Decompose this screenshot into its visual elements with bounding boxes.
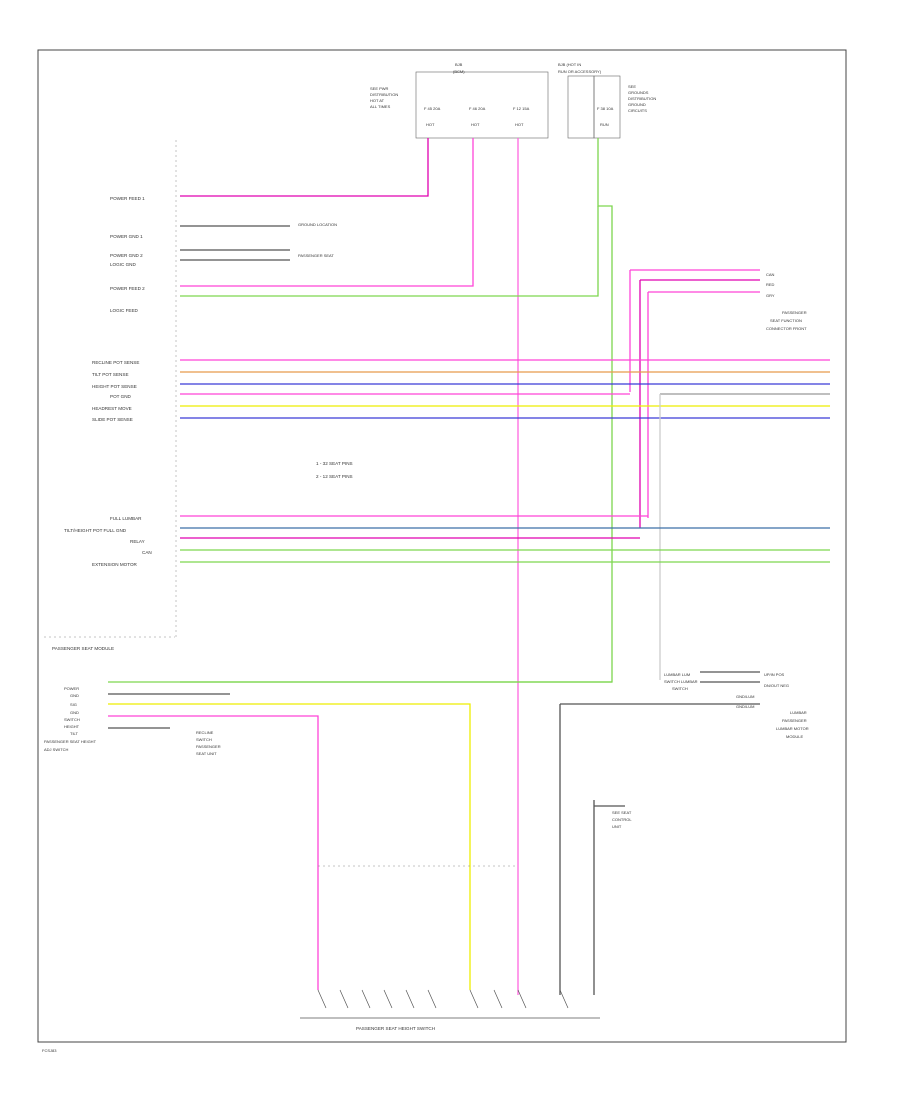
right-lower-signal-1: UP/IN POS [764,672,785,677]
fuse-left-1-label: F 45 20A [424,106,441,111]
module-label-power-gnd-1: POWER GND 1 [110,234,143,239]
center-note-2: 2 - 12 SEAT PINS [316,474,353,479]
module-label-recline-pot: RECLINE POT SENSE [92,360,139,365]
motor-label-1: RECLINE [196,730,214,735]
wire-fuse2-power-feed2 [180,138,474,287]
module-label-extension-motor: EXTENSION MOTOR [92,562,138,567]
fuse-right-sub: RUN [600,122,609,127]
fuse-box-right-title-2: RUN OR ACCESSORY) [558,69,602,74]
fuse-left-3-label: F 12 15A [513,106,530,111]
right-top-label-can: CAN [766,272,775,277]
fuse-box-right-note-3: DISTRIBUTION [628,96,656,101]
motor-label-4: SEAT UNIT [196,751,217,756]
right-connector-label-2: SEAT FUNCTION [770,318,802,323]
module-label-power-gnd-2: POWER GND 2 [110,253,143,258]
motor-label-2: SWITCH [196,737,212,742]
seat-control-label-1: SEE SEAT [612,810,632,815]
right-lower-connector-2: PASSENGER [782,718,807,723]
right-lower-label-2: SWITCH LUMBAR [664,679,698,684]
fuse-box-left-note-2: DISTRIBUTION [370,92,398,97]
switch-label-sig: SIG [70,702,77,707]
wire-switch-height [108,715,319,990]
switch-label-height: HEIGHT [64,724,80,729]
fuse-box-left [415,71,549,139]
wire-lumbar-signals [700,671,760,683]
module-label-headrest: HEADREST MOVE [92,406,132,411]
fuse-box-right-note-5: CIRCUITS [628,108,647,113]
fuse-box-right-note-2: GROUNDS [628,90,649,95]
right-connector-label-3: CONNECTOR FRONT [766,326,807,331]
fuse-box-right-title-1: BJB (HOT IN [558,62,581,67]
ground-label-1: GROUND LOCATION [298,222,337,227]
switch-label-gnd-2: GND [70,710,79,715]
right-lower-label-1: LUMBAR LUM [664,672,690,677]
fuse-left-1-sub: HOT [426,122,435,127]
module-label-relay: RELAY [130,539,145,544]
module-label-tilt-height-gnd: TILT/HEIGHT POT FULL GND [64,528,127,533]
footer-code: FCSJ83 [42,1048,57,1053]
seat-control-label-3: UNIT [612,824,622,829]
fuse-right-label: F 38 10A [597,106,614,111]
module-label-power-feed-2: POWER FEED 2 [110,286,145,291]
module-label-full-lumbar: FULL LUMBAR [110,516,142,521]
switch-label-switch: SWITCH [64,717,80,722]
right-top-label-gry: GRY [766,293,775,298]
right-lower-signal-4: GND/LUM [736,704,754,709]
ground-label-2: PASSENGER SEAT [298,253,334,258]
fuse-left-2-sub: HOT [471,122,480,127]
switch-label-tilt: TILT [70,731,78,736]
module-label-tilt-pot: TILT POT SENSE [92,372,129,377]
fuse-left-2-label: F 46 20A [469,106,486,111]
seat-control-label-2: CONTROL [612,817,632,822]
fuse-box-left-note-4: ALL TIMES [370,104,391,109]
wire-fuse1-power-feed1 [180,138,429,197]
module-label-pot-gnd: POT GND [110,394,132,399]
module-label-height-pot: HEIGHT POT SENSE [92,384,137,389]
fuse-box-right [593,75,621,139]
right-lower-connector-3: LUMBAR MOTOR [776,726,809,731]
right-lower-signal-2: DN/OUT NEG [764,683,789,688]
module-label-logic-gnd: LOGIC GND [110,262,136,267]
module-label-power-feed-1: POWER FEED 1 [110,196,145,201]
fuse-left-3-sub: HOT [515,122,524,127]
fuse-box-left-note-1: SEE PWR [370,86,389,91]
right-connector-label-1: PASSENGER [782,310,807,315]
module-title: PASSENGER SEAT MODULE [52,646,114,651]
wire-run-logic [180,138,613,683]
right-lower-label-3: SWITCH [672,686,688,691]
module-label-logic-feed: LOGIC FEED [110,308,139,313]
wire-logic-gnd [180,206,599,297]
module-label-can: CAN [142,550,152,555]
fuse-box-right-note-4: GROUND [628,102,646,107]
switch-contacts [317,989,569,1009]
switch-label-power: POWER [64,686,79,691]
fuse-box-right-left-section [567,75,595,139]
fuse-box-left-note-3: HOT AT [370,98,385,103]
fuse-box-left-title-1: BJB [455,62,463,67]
fuse-box-left-title-2: (BCM) [453,69,465,74]
motor-label-3: PASSENGER [196,744,221,749]
wire-switch-sig [108,703,471,990]
right-lower-connector-4: MODULE [786,734,803,739]
switch-connector-label-2: ADJ SWITCH [44,747,69,752]
switch-bottom-label: PASSENGER SEAT HEIGHT SWITCH [356,1026,435,1031]
switch-connector-label-1: PASSENGER SEAT HEIGHT [44,739,97,744]
switch-label-gnd: GND [70,693,79,698]
right-top-label-red: RED [766,282,775,287]
module-label-slide-pot: SLIDE POT SENSE [92,417,133,422]
center-note-1: 1 - 32 SEAT PINS [316,461,353,466]
right-lower-signal-3: GND/LUM [736,694,754,699]
diagram-frame [37,49,847,1043]
right-lower-connector-1: LUMBAR [790,710,807,715]
fuse-box-right-note-1: SEE [628,84,636,89]
